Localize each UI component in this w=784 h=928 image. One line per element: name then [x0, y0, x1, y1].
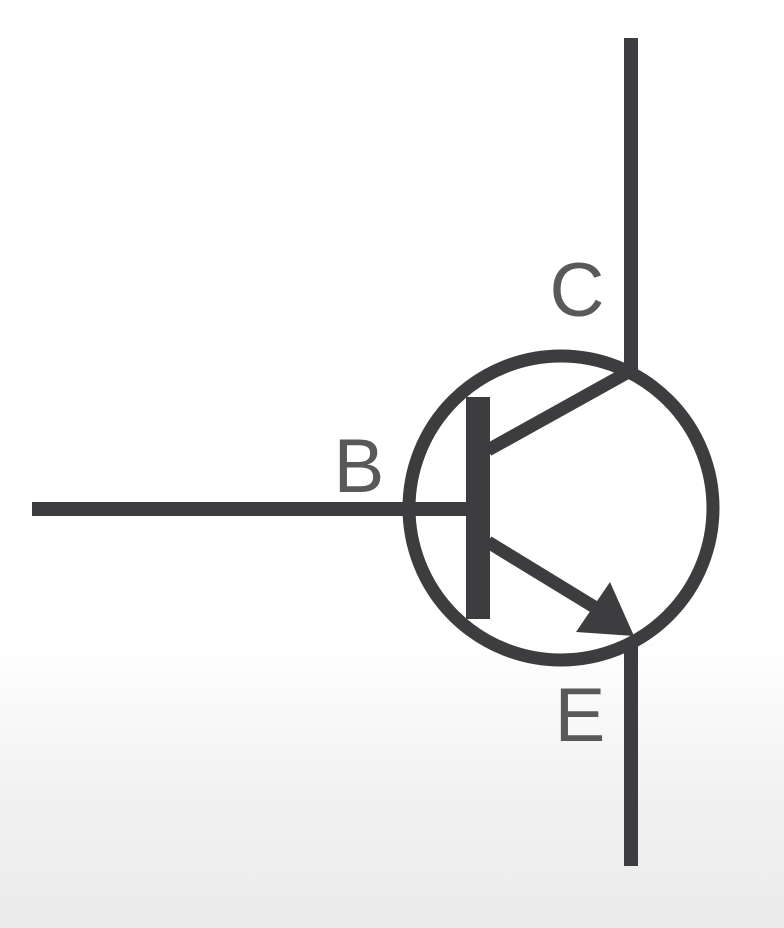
- emitter-label: E: [555, 673, 606, 758]
- base-label: B: [334, 424, 385, 509]
- collector-diagonal: [484, 364, 636, 456]
- base-bar: [466, 397, 490, 619]
- collector-label: C: [550, 248, 605, 333]
- emitter-diagonal: [484, 536, 600, 614]
- emitter-arrow-icon: [576, 582, 634, 636]
